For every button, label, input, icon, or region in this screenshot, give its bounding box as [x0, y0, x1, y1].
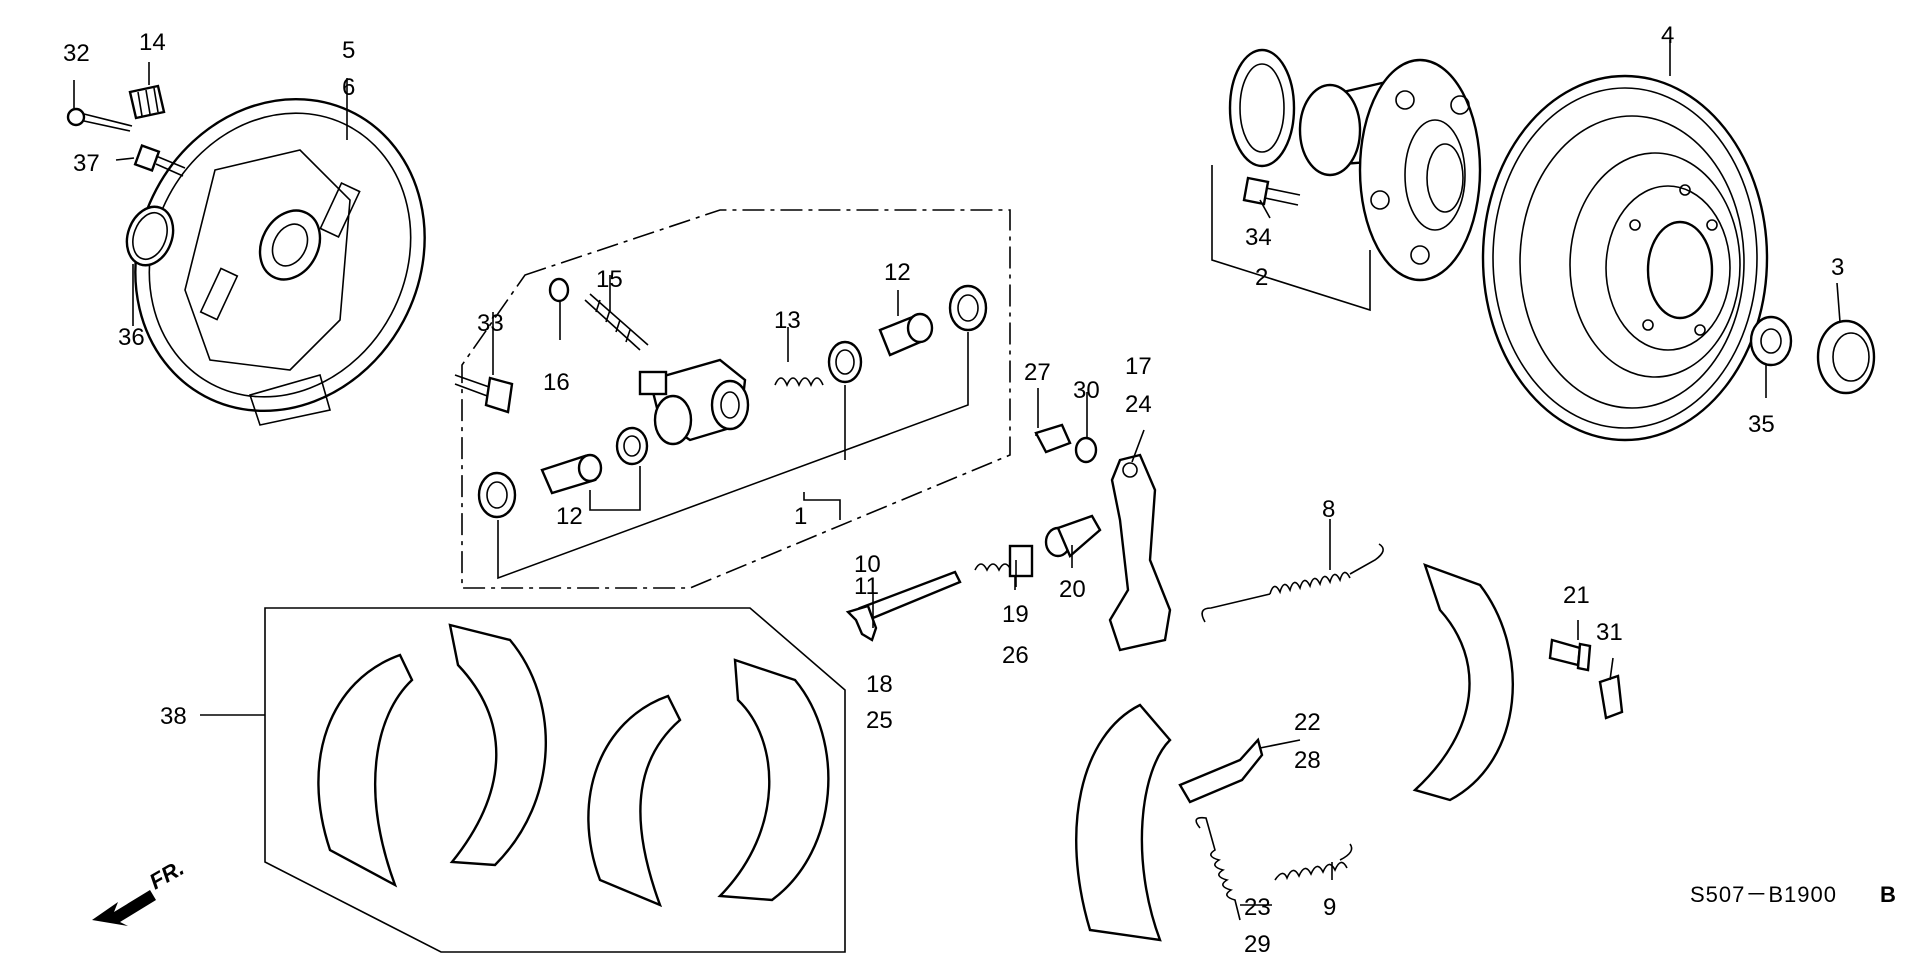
brake-shoe-rear — [1412, 563, 1514, 802]
callout-24: 24 — [1125, 391, 1152, 418]
adjuster-bolt — [974, 544, 1034, 590]
callout-37: 37 — [73, 150, 100, 177]
o-ring — [125, 205, 175, 267]
callout-20: 20 — [1059, 576, 1086, 603]
callout-8: 8 — [1322, 496, 1335, 523]
callout-9: 9 — [1323, 894, 1336, 921]
leader-lines — [73, 40, 1841, 906]
adjuster-rod — [845, 570, 962, 642]
callout-31: 31 — [1596, 619, 1623, 646]
callout-3: 3 — [1831, 254, 1844, 281]
callout-4: 4 — [1661, 22, 1674, 49]
front-indicator-label: FR. — [145, 855, 188, 894]
callout-5: 5 — [342, 37, 355, 64]
callout-12-right: 12 — [884, 259, 911, 286]
brake-drum — [1481, 74, 1769, 442]
retainer-clip — [1598, 674, 1624, 720]
callout-26: 26 — [1002, 642, 1029, 669]
callout-29: 29 — [1244, 931, 1271, 958]
callout-34: 34 — [1245, 224, 1272, 251]
diagram-code: S507－B1900 — [1690, 882, 1837, 907]
callout-38: 38 — [160, 703, 187, 730]
callout-35: 35 — [1748, 411, 1775, 438]
backing-plate — [134, 97, 426, 426]
clip-part — [1034, 423, 1072, 454]
adjuster-nut — [1044, 514, 1102, 558]
diagram-revision: B — [1880, 882, 1897, 907]
callout-15: 15 — [596, 266, 623, 293]
callout-17: 17 — [1125, 353, 1152, 380]
callout-27: 27 — [1024, 359, 1051, 386]
callout-30: 30 — [1073, 377, 1100, 404]
callout-18: 18 — [866, 671, 893, 698]
callout-1: 1 — [794, 503, 807, 530]
brake-shoe-front — [1075, 703, 1172, 942]
callout-21: 21 — [1563, 582, 1590, 609]
washer — [1074, 436, 1098, 464]
callout-22: 22 — [1294, 709, 1321, 736]
callout-11: 11 — [854, 573, 879, 600]
hold-down-spring — [1195, 816, 1241, 921]
callout-33: 33 — [477, 310, 504, 337]
callout-23: 23 — [1244, 894, 1271, 921]
callout-labels: 32 14 5 6 37 36 33 16 15 13 12 12 1 10 1… — [63, 22, 1844, 958]
parking-brake-lever — [1108, 453, 1172, 652]
hold-down-pin — [1548, 638, 1592, 672]
callout-13: 13 — [774, 307, 801, 334]
callout-2: 2 — [1255, 264, 1268, 291]
callout-36: 36 — [118, 324, 145, 351]
wheel-cylinder-group — [461, 209, 1011, 589]
mounting-bolt — [454, 374, 514, 414]
callout-10: 10 — [854, 551, 881, 578]
brake-shoe-set — [264, 607, 846, 953]
cap-part — [128, 84, 166, 120]
callout-12-left: 12 — [556, 503, 583, 530]
cotter-pin — [66, 107, 133, 132]
bleeder-bolt — [133, 143, 186, 177]
callout-14: 14 — [139, 29, 166, 56]
hub-cap — [1816, 319, 1876, 395]
front-direction-arrow — [92, 890, 156, 926]
callout-16: 16 — [543, 369, 570, 396]
callout-32: 32 — [63, 40, 90, 67]
return-spring-lower — [1274, 843, 1353, 881]
return-spring-upper — [1201, 543, 1384, 623]
hub-nut — [1749, 315, 1793, 367]
callout-19: 19 — [1002, 601, 1029, 628]
callout-25: 25 — [866, 707, 893, 734]
callout-6: 6 — [342, 74, 355, 101]
strut-plate — [1178, 737, 1264, 804]
hub-assembly — [1211, 48, 1482, 312]
callout-28: 28 — [1294, 747, 1321, 774]
